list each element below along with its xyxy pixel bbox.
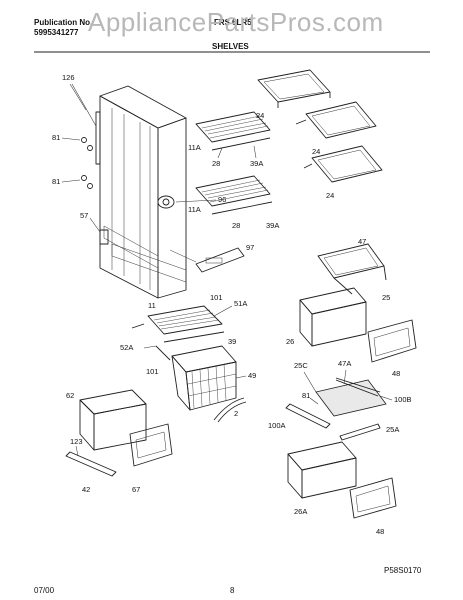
callout-126: 126	[62, 73, 75, 82]
wire-shelf-upper	[195, 111, 271, 151]
callout-24-c: 24	[326, 191, 334, 200]
callout-25a: 25A	[386, 425, 399, 434]
callout-100b: 100B	[394, 395, 412, 404]
glass-shelf-1	[257, 69, 331, 108]
callout-26: 26	[286, 337, 294, 346]
freezer-pan-62	[79, 389, 147, 451]
callout-48-a: 48	[392, 369, 400, 378]
callout-101-b: 101	[146, 367, 159, 376]
model-suffix: 6LR5	[232, 18, 252, 27]
callout-62: 62	[66, 391, 74, 400]
callout-26a: 26A	[294, 507, 307, 516]
part-126-strip	[95, 111, 101, 165]
part-96	[157, 195, 175, 209]
callout-39a-1: 39A	[250, 159, 263, 168]
callout-28-b: 28	[232, 221, 240, 230]
model-prefix: FRS	[214, 18, 230, 27]
crisper-front-48b	[349, 477, 397, 519]
part-97	[195, 247, 245, 273]
part-100a	[285, 403, 331, 429]
callout-2: 2	[234, 409, 238, 418]
leader-126	[69, 83, 87, 111]
crisper-pan-26	[299, 287, 367, 347]
callout-67: 67	[132, 485, 140, 494]
callout-52a: 52A	[120, 343, 133, 352]
refrigerator-cabinet	[99, 85, 197, 299]
part-25a	[339, 423, 381, 441]
part-bracket	[131, 323, 145, 329]
callout-25: 25	[382, 293, 390, 302]
crisper-cover-47a	[315, 377, 387, 417]
callout-11a-1: 11A	[188, 143, 201, 152]
watermark: AppliancePartsPros.com	[88, 7, 384, 37]
callout-47: 47	[358, 237, 366, 246]
callout-81-c: 81	[302, 391, 310, 400]
footer-date: 07/00	[34, 586, 55, 595]
footer-diagram-code: P58S0170	[384, 566, 422, 575]
publication-label: Publication No.	[34, 18, 93, 27]
callout-101-a: 101	[210, 293, 223, 302]
part-2	[213, 397, 245, 421]
callout-81a: 81	[52, 133, 60, 142]
callout-28-a: 28	[212, 159, 220, 168]
callout-81b: 81	[52, 177, 60, 186]
callout-42: 42	[82, 485, 90, 494]
callout-123: 123	[70, 437, 83, 446]
callout-24-b: 24	[312, 147, 320, 156]
callout-39a-2: 39A	[266, 221, 279, 230]
crisper-front-48a	[367, 319, 417, 363]
callout-48-b: 48	[376, 527, 384, 536]
callout-47a: 47A	[338, 359, 351, 368]
callout-24-a: 24	[256, 111, 264, 120]
callout-11: 11	[148, 301, 156, 310]
wire-shelf-lower	[195, 175, 273, 215]
crisper-cover-47	[317, 243, 387, 295]
glass-shelf-2	[295, 101, 377, 139]
freezer-wire-shelf-11	[147, 305, 225, 343]
callout-39: 39	[228, 337, 236, 346]
callout-57: 57	[80, 211, 88, 220]
freezer-front-67	[129, 423, 173, 467]
footer-page-number: 8	[230, 586, 235, 595]
part-42-rail	[65, 451, 117, 477]
callout-11a-2: 11A	[188, 205, 201, 214]
callout-51a: 51A	[234, 299, 247, 308]
callout-97: 97	[246, 243, 254, 252]
callout-49: 49	[248, 371, 256, 380]
crisper-pan-26a	[287, 441, 357, 499]
publication-number: 5995341277	[34, 28, 79, 37]
section-title: SHELVES	[212, 42, 249, 51]
callout-25c: 25C	[294, 361, 308, 370]
glass-shelf-3	[303, 145, 383, 183]
callout-100a: 100A	[268, 421, 286, 430]
wire-basket-49	[171, 345, 237, 411]
part-57	[99, 229, 109, 245]
